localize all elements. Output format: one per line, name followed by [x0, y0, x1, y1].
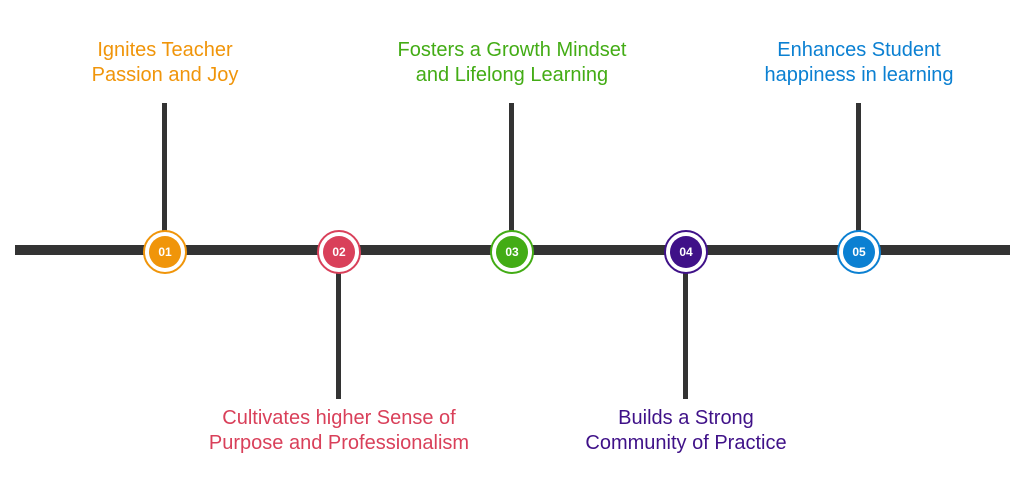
connector-05	[856, 103, 861, 250]
step-number-04: 04	[670, 236, 702, 268]
step-label-05: Enhances Student happiness in learning	[689, 38, 1024, 88]
step-label-04: Builds a Strong Community of Practice	[516, 406, 856, 456]
step-node-04: 04	[664, 230, 708, 274]
step-number-01: 01	[149, 236, 181, 268]
step-label-03: Fosters a Growth Mindset and Lifelong Le…	[342, 38, 682, 88]
step-label-01-line2: Passion and Joy	[91, 64, 239, 86]
step-number-03: 03	[496, 236, 528, 268]
step-label-05-line2: happiness in learning	[764, 64, 954, 86]
step-label-01: Ignites Teacher Passion and Joy	[0, 38, 335, 88]
step-node-05: 05	[837, 230, 881, 274]
step-number-02: 02	[323, 236, 355, 268]
connector-03	[509, 103, 514, 250]
step-label-02-line1: Cultivates higher Sense of	[222, 407, 456, 429]
step-node-02: 02	[317, 230, 361, 274]
step-label-05-line1: Enhances Student	[777, 39, 941, 61]
step-node-01: 01	[143, 230, 187, 274]
step-number-05: 05	[843, 236, 875, 268]
step-node-03: 03	[490, 230, 534, 274]
step-label-03-line1: Fosters a Growth Mindset	[397, 39, 627, 61]
step-label-01-line1: Ignites Teacher	[97, 39, 233, 61]
step-label-03-line2: and Lifelong Learning	[415, 64, 609, 86]
step-label-02-line2: Purpose and Professionalism	[208, 432, 470, 454]
step-label-04-line2: Community of Practice	[585, 432, 787, 454]
step-label-02: Cultivates higher Sense of Purpose and P…	[169, 406, 509, 456]
connector-02	[336, 250, 341, 399]
connector-01	[162, 103, 167, 250]
connector-04	[683, 250, 688, 399]
step-label-04-line1: Builds a Strong	[618, 407, 754, 429]
